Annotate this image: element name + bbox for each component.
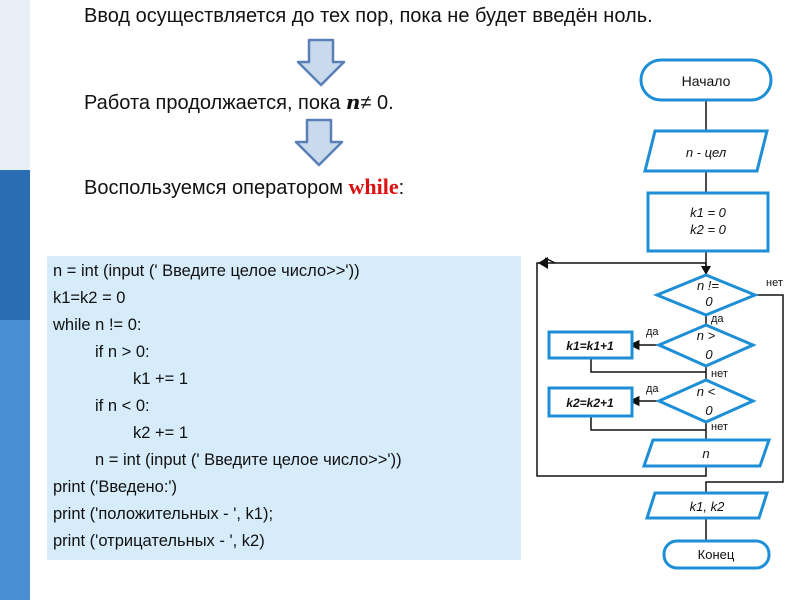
cond2-no-label: нет bbox=[711, 368, 728, 380]
init-label-1: k1 = 0 bbox=[690, 205, 727, 220]
cond2-label-b: 0 bbox=[705, 347, 713, 362]
side-band-light bbox=[0, 0, 30, 170]
intro-line-2: Работа продолжается, пока n≠ 0. bbox=[84, 90, 394, 115]
init-process bbox=[646, 191, 770, 253]
while-keyword: while bbox=[348, 174, 399, 199]
connector-inc2-merge bbox=[590, 416, 706, 431]
code-line-7: k2 += 1 bbox=[133, 424, 189, 442]
code-line-4: if n > 0: bbox=[95, 343, 150, 361]
code-line-2: k1=k2 = 0 bbox=[53, 289, 126, 307]
cond1-arrowhead-icon bbox=[701, 266, 711, 275]
intro-line-1: Ввод осуществляется до тех пор, пока не … bbox=[84, 5, 653, 27]
cond1-label-a: n != bbox=[697, 278, 719, 293]
inc1-label: k1=k1+1 bbox=[566, 339, 614, 353]
cond3-label-b: 0 bbox=[705, 403, 713, 418]
declare-label: n - цел bbox=[686, 145, 727, 160]
cond2-yes-label: да bbox=[646, 326, 659, 338]
start-label: Начало bbox=[682, 73, 731, 89]
end-terminator bbox=[662, 539, 771, 570]
cond3-yes-label: да bbox=[646, 383, 659, 395]
loop-back-connector bbox=[536, 262, 707, 477]
cond3-label-a: n < bbox=[697, 384, 716, 399]
init-label-2: k2 = 0 bbox=[690, 222, 727, 237]
side-band-mid bbox=[0, 320, 30, 600]
loop-arrowhead-icon bbox=[538, 257, 548, 269]
side-band bbox=[0, 0, 30, 600]
cond2-label-a: n > bbox=[697, 328, 716, 343]
cond1-diamond bbox=[653, 273, 759, 317]
connector-inc1-merge bbox=[590, 358, 706, 373]
code-line-6: if n < 0: bbox=[95, 397, 150, 415]
input-label: n bbox=[702, 446, 709, 461]
code-line-8: n = int (input (' Введите целое число>>'… bbox=[95, 451, 402, 469]
intro-line-3: Воспользуемся оператором while: bbox=[84, 174, 404, 200]
cond3-diamond bbox=[655, 378, 757, 424]
cond1-no-label: нет bbox=[766, 277, 783, 289]
code-line-3: while n != 0: bbox=[53, 316, 142, 334]
intro-line-2-prefix: Работа продолжается, пока bbox=[84, 92, 341, 114]
intro-line-2-cond: ≠ 0. bbox=[360, 92, 394, 114]
code-line-1: n = int (input (' Введите целое число>>'… bbox=[53, 262, 360, 280]
side-band-dark bbox=[0, 170, 30, 320]
input-parallelogram bbox=[641, 438, 772, 468]
start-terminator bbox=[639, 58, 773, 102]
code-line-9: print ('Введено:') bbox=[53, 478, 178, 496]
declare-parallelogram bbox=[643, 129, 769, 173]
cond2-diamond bbox=[655, 323, 757, 368]
cond1-label-b: 0 bbox=[705, 294, 713, 309]
output-parallelogram bbox=[644, 491, 770, 520]
code-line-5: k1 += 1 bbox=[133, 370, 189, 388]
end-label: Конец bbox=[698, 547, 735, 562]
cond1-yes-label: да bbox=[711, 313, 724, 325]
down-arrow-icon bbox=[296, 38, 346, 87]
cond3-no-label: нет bbox=[711, 421, 728, 433]
intro-line-2-var: n bbox=[345, 90, 361, 114]
connector-cond1-no bbox=[705, 294, 784, 493]
intro-line-3-prefix: Воспользуемся оператором bbox=[84, 177, 343, 199]
inc2-label: k2=k2+1 bbox=[566, 396, 614, 410]
down-arrow-icon bbox=[294, 118, 344, 167]
code-line-10: print ('положительных - ', k1); bbox=[53, 505, 274, 523]
inc2-process bbox=[547, 386, 634, 418]
code-listing: n = int (input (' Введите целое число>>'… bbox=[47, 256, 521, 560]
inc1-process bbox=[547, 330, 634, 360]
intro-line-3-suffix: : bbox=[398, 177, 405, 199]
code-line-11: print ('отрицательных - ', k2) bbox=[53, 532, 265, 550]
output-label: k1, k2 bbox=[690, 499, 725, 514]
